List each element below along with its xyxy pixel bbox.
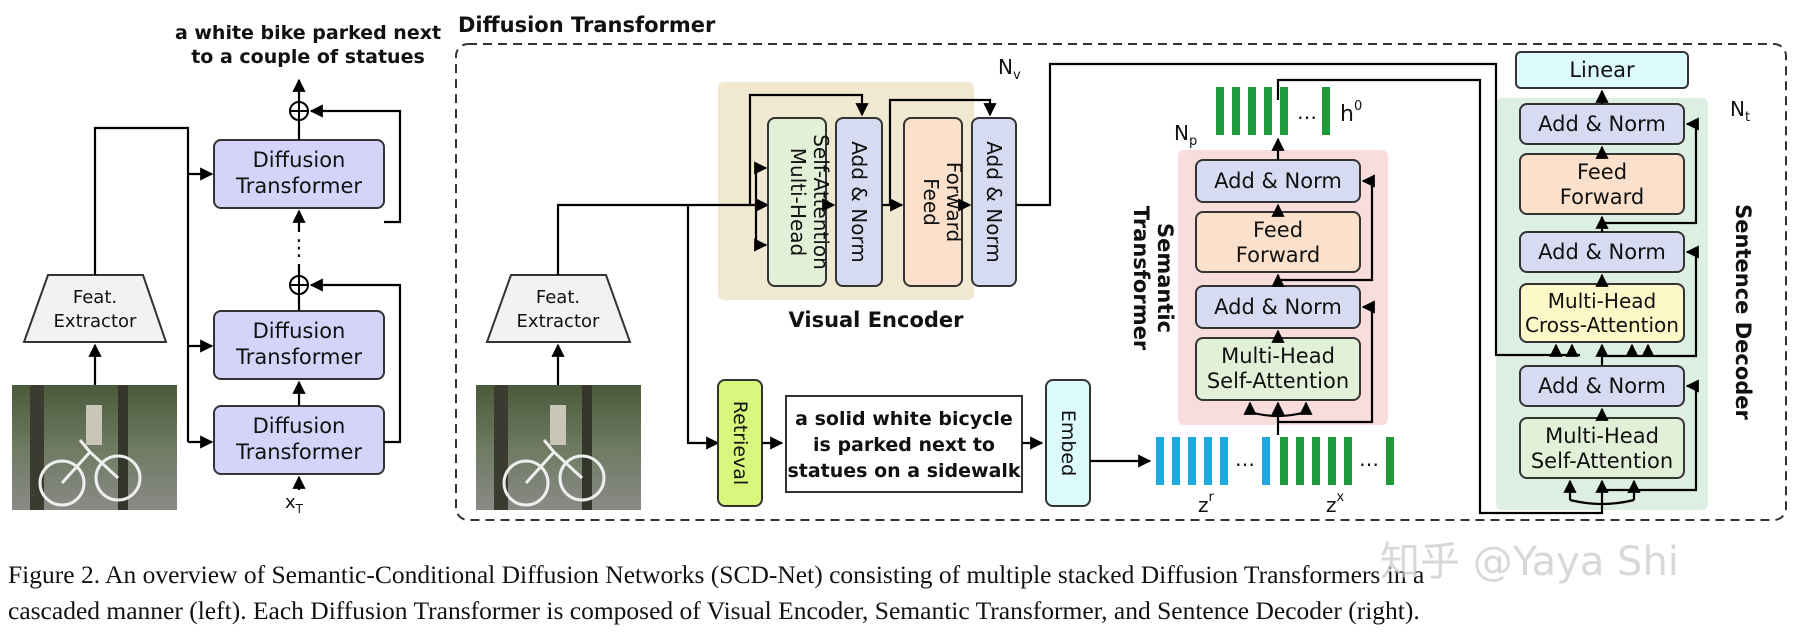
np-label: Np bbox=[1174, 121, 1197, 149]
zx-tokens: … bbox=[1280, 437, 1394, 485]
svg-text:Linear: Linear bbox=[1569, 58, 1635, 82]
feat-extractor-left-line2: Extractor bbox=[54, 311, 137, 332]
figure-caption-line2: cascaded manner (left). Each Diffusion T… bbox=[8, 596, 1420, 625]
zx-label: zx bbox=[1326, 490, 1345, 517]
linear-block: Linear bbox=[1515, 51, 1689, 89]
svg-text:Multi-Head: Multi-Head bbox=[786, 148, 810, 256]
diffusion-transformer-block-middle: Diffusion Transformer bbox=[213, 310, 385, 380]
semantic-add-norm-bottom: Add & Norm bbox=[1195, 285, 1361, 329]
decoder-add-norm-2: Add & Norm bbox=[1519, 231, 1685, 273]
watermark: 知乎 @Yaya Shi bbox=[1380, 539, 1679, 585]
semantic-mhsa: Multi-Head Self-Attention bbox=[1195, 337, 1361, 401]
svg-text:Add & Norm: Add & Norm bbox=[982, 141, 1006, 263]
svg-text:Add & Norm: Add & Norm bbox=[1538, 374, 1666, 398]
svg-text:Self-Attention: Self-Attention bbox=[809, 134, 833, 270]
input-image-left bbox=[12, 385, 177, 510]
stack-dots: ⋮ bbox=[288, 236, 310, 261]
svg-text:Multi-Head: Multi-Head bbox=[1548, 289, 1656, 313]
diffusion-transformer-block-bottom: Diffusion Transformer bbox=[213, 405, 385, 475]
semantic-transformer-label-1: Semantic bbox=[1153, 223, 1177, 333]
retrieval-block: Retrieval bbox=[717, 379, 763, 507]
svg-text:statues on a sidewalk: statues on a sidewalk bbox=[787, 460, 1020, 482]
svg-text:Add & Norm: Add & Norm bbox=[1214, 295, 1342, 319]
diffusion-transformer-detail: Diffusion Transformer Feat. Extractor Mu… bbox=[455, 13, 1787, 521]
retrieved-sentence-box: a solid white bicycle is parked next to … bbox=[785, 395, 1023, 493]
visual-encoder-feed-forward: Feed Forward bbox=[903, 117, 966, 287]
svg-text:Add & Norm: Add & Norm bbox=[1538, 112, 1666, 136]
svg-text:Forward: Forward bbox=[942, 162, 966, 242]
output-caption-line1: a white bike parked next bbox=[175, 22, 441, 44]
svg-text:Transformer: Transformer bbox=[235, 174, 362, 198]
zr-label: zr bbox=[1198, 490, 1215, 517]
svg-text:is parked next to: is parked next to bbox=[813, 434, 995, 456]
h0-label: h0 bbox=[1340, 99, 1362, 127]
svg-text:Add & Norm: Add & Norm bbox=[847, 141, 871, 263]
svg-text:…: … bbox=[1297, 100, 1317, 124]
visual-encoder-add-norm-2: Add & Norm bbox=[971, 117, 1017, 287]
svg-text:Forward: Forward bbox=[1236, 243, 1320, 267]
svg-text:Feed: Feed bbox=[919, 178, 943, 226]
svg-text:Diffusion: Diffusion bbox=[253, 414, 346, 438]
svg-text:a solid white bicycle: a solid white bicycle bbox=[795, 408, 1013, 430]
visual-encoder-label: Visual Encoder bbox=[788, 308, 964, 332]
svg-text:Retrieval: Retrieval bbox=[729, 401, 751, 485]
frame-title: Diffusion Transformer bbox=[458, 13, 716, 37]
feat-extractor-left bbox=[22, 274, 168, 343]
diffusion-transformer-block-top: Diffusion Transformer bbox=[213, 139, 385, 209]
nv-label: Nv bbox=[998, 55, 1021, 83]
visual-encoder-mhsa: Multi-Head Self-Attention bbox=[767, 117, 833, 287]
h0-tokens: … bbox=[1216, 87, 1330, 135]
svg-text:Add & Norm: Add & Norm bbox=[1214, 169, 1342, 193]
input-image-right bbox=[476, 385, 641, 510]
zr-tokens: … bbox=[1156, 437, 1270, 485]
svg-text:Multi-Head: Multi-Head bbox=[1221, 344, 1335, 368]
svg-text:Feed: Feed bbox=[1253, 218, 1303, 242]
figure-caption-line1: Figure 2. An overview of Semantic-Condit… bbox=[8, 560, 1424, 589]
embed-block: Embed bbox=[1045, 379, 1091, 507]
semantic-feed-forward: Feed Forward bbox=[1195, 211, 1361, 273]
semantic-transformer-label-2: Transformer bbox=[1129, 206, 1153, 351]
svg-text:Transformer: Transformer bbox=[235, 345, 362, 369]
semantic-add-norm-top: Add & Norm bbox=[1195, 159, 1361, 203]
svg-text:Add & Norm: Add & Norm bbox=[1538, 240, 1666, 264]
nt-label: Nt bbox=[1730, 97, 1750, 125]
output-caption-line2: to a couple of statues bbox=[191, 46, 425, 68]
svg-text:Cross-Attention: Cross-Attention bbox=[1525, 313, 1679, 337]
input-xt-label: xT bbox=[285, 492, 304, 516]
svg-text:Self-Attention: Self-Attention bbox=[1207, 369, 1349, 393]
svg-text:Diffusion: Diffusion bbox=[253, 148, 346, 172]
svg-text:Extractor: Extractor bbox=[517, 311, 600, 332]
svg-text:Feed: Feed bbox=[1577, 160, 1627, 184]
decoder-add-norm-3: Add & Norm bbox=[1519, 103, 1685, 145]
svg-text:Forward: Forward bbox=[1560, 185, 1644, 209]
decoder-feed-forward: Feed Forward bbox=[1519, 153, 1685, 215]
decoder-add-norm-1: Add & Norm bbox=[1519, 365, 1685, 407]
svg-text:Self-Attention: Self-Attention bbox=[1531, 449, 1673, 473]
svg-text:…: … bbox=[1359, 447, 1379, 471]
left-panel: a white bike parked next to a couple of … bbox=[12, 22, 441, 516]
decoder-mhca: Multi-Head Cross-Attention bbox=[1519, 283, 1685, 343]
svg-text:…: … bbox=[1235, 447, 1255, 471]
svg-text:Multi-Head: Multi-Head bbox=[1545, 424, 1659, 448]
feat-extractor-left-line1: Feat. bbox=[73, 287, 117, 308]
svg-text:Embed: Embed bbox=[1057, 410, 1079, 476]
svg-text:Feat.: Feat. bbox=[536, 287, 580, 308]
visual-encoder-add-norm-1: Add & Norm bbox=[835, 117, 883, 287]
dashed-frame bbox=[455, 43, 1787, 521]
sentence-decoder-label: Sentence Decoder bbox=[1731, 204, 1755, 420]
feat-extractor-right bbox=[485, 274, 632, 343]
svg-text:Diffusion: Diffusion bbox=[253, 319, 346, 343]
decoder-mhsa: Multi-Head Self-Attention bbox=[1519, 417, 1685, 479]
svg-text:Transformer: Transformer bbox=[235, 440, 362, 464]
